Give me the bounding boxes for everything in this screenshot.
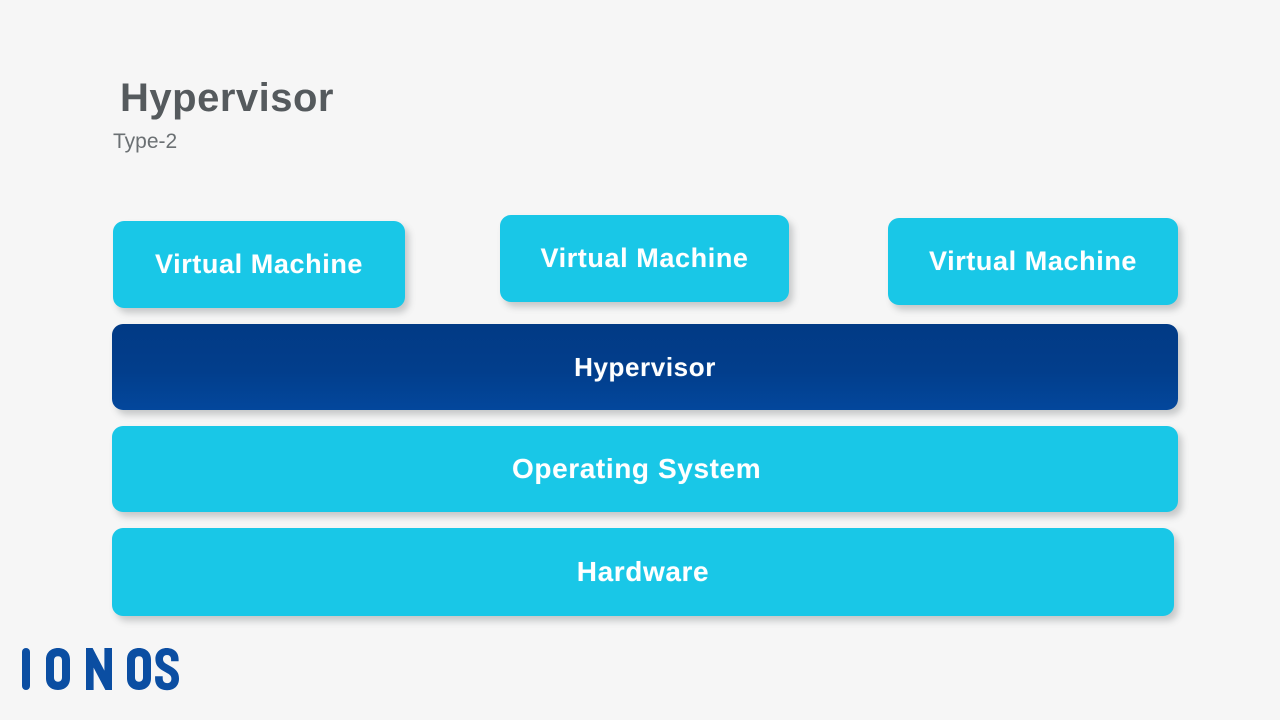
page-subtitle: Type-2 — [113, 130, 178, 153]
hardware-layer-label: Hardware — [576, 556, 710, 587]
ionos-logo-icon — [22, 648, 179, 691]
virtual-machine-box-1: Virtual Machine — [113, 221, 405, 308]
virtual-machine-label: Virtual Machine — [154, 249, 364, 279]
virtual-machine-box-3: Virtual Machine — [888, 218, 1178, 305]
virtual-machine-box-2: Virtual Machine — [500, 215, 789, 302]
page-title: Hypervisor — [120, 76, 334, 120]
hardware-layer-box: Hardware — [112, 528, 1174, 616]
hypervisor-layer-label: Hypervisor — [574, 351, 716, 382]
operating-system-layer-box: Operating System — [112, 426, 1178, 512]
hypervisor-layer-box: Hypervisor — [112, 324, 1178, 410]
operating-system-layer-label: Operating System — [512, 453, 762, 484]
ionos-logo — [20, 645, 180, 693]
slide-heading: Hypervisor Type-2 — [113, 78, 334, 152]
virtual-machine-label: Virtual Machine — [928, 246, 1138, 276]
virtual-machine-label: Virtual Machine — [540, 243, 749, 273]
